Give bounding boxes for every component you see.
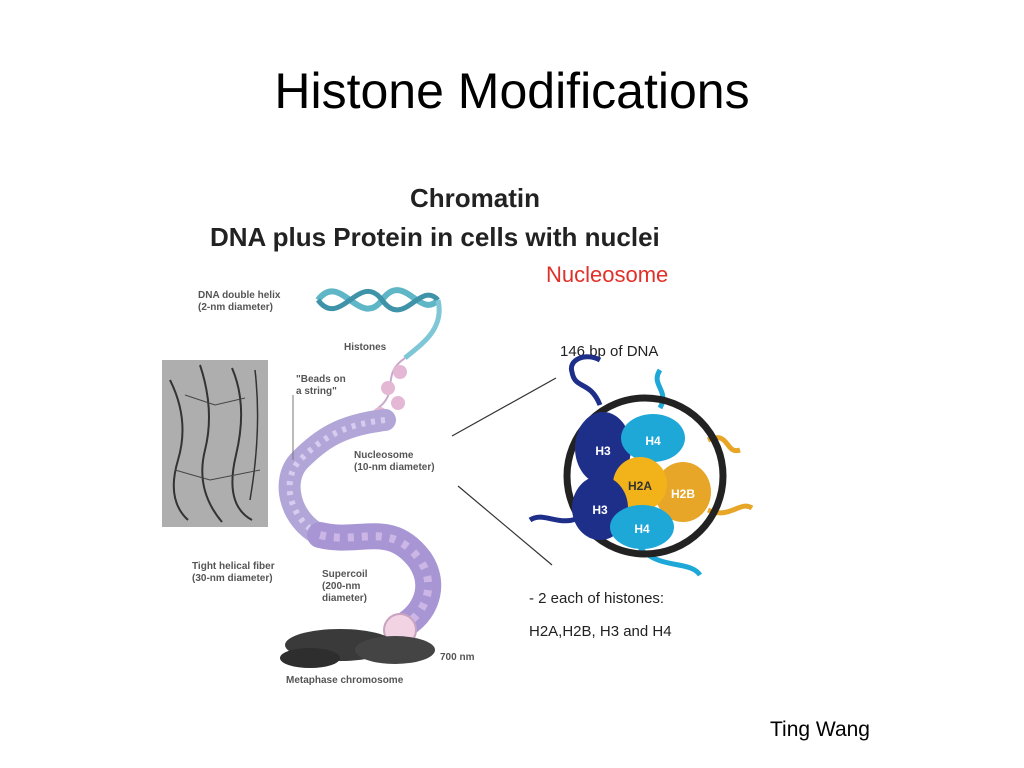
label-h4-top: H4 [645, 434, 661, 448]
histone-note-line2: H2A,H2B, H3 and H4 [529, 623, 672, 640]
label-h2b: H2B [671, 487, 695, 501]
histone-h2a [613, 457, 667, 511]
histone-h2b [655, 462, 711, 522]
histone-h4-bottom [610, 505, 674, 549]
dna-double-helix [315, 287, 442, 360]
label-scale: 700 nm [440, 652, 475, 663]
label-nucleosome-size: Nucleosome (10-nm diameter) [354, 450, 435, 473]
nucleosome-core: H3 H4 H2A H2B H3 H4 [528, 354, 754, 577]
pointer-line-bottom [457, 485, 553, 566]
label-h2a: H2A [628, 479, 652, 493]
label-helical-fiber: Tight helical fiber (30-nm diameter) [192, 561, 275, 584]
author-name: Ting Wang [770, 718, 870, 741]
label-histones: Histones [344, 342, 387, 353]
label-dna-helix: DNA double helix (2-nm diameter) [198, 290, 281, 313]
figure-heading: Chromatin [410, 183, 540, 213]
chromatin-fiber [278, 409, 442, 647]
label-beads: "Beads on a string" [296, 374, 346, 397]
label-h4-bottom: H4 [634, 522, 650, 536]
figure-subheading: DNA plus Protein in cells with nuclei [210, 222, 660, 252]
nucleosome-title: Nucleosome [546, 262, 669, 287]
label-h3-bottom: H3 [592, 503, 608, 517]
label-metaphase: Metaphase chromosome [286, 675, 404, 686]
histone-h4-top [621, 414, 685, 462]
label-h3-top: H3 [595, 444, 611, 458]
pointer-line-top [451, 377, 557, 437]
histone-h3-top [575, 412, 631, 484]
histone-note-line1: - 2 each of histones: [529, 590, 665, 607]
slide-title: Histone Modifications [274, 63, 750, 119]
label-supercoil: Supercoil (200-nm diameter) [322, 569, 368, 604]
electron-micrograph [162, 360, 268, 527]
metaphase-chromosome [280, 629, 435, 668]
